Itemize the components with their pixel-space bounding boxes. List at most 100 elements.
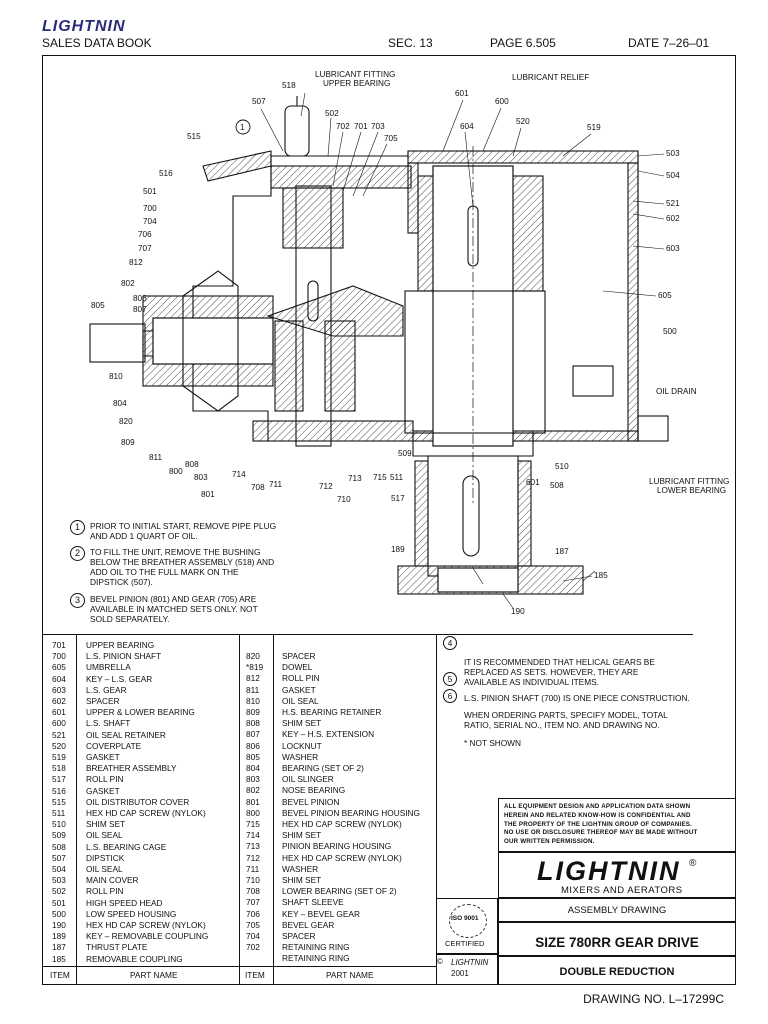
note-marker-circle: [235, 119, 251, 135]
drawing-subtitle: DOUBLE REDUCTION: [559, 966, 675, 978]
leader-line: [582, 570, 596, 582]
header-sec: SEC. 13: [388, 36, 433, 50]
col-rule-3: [273, 634, 274, 985]
not-shown-note: * NOT SHOWN: [464, 738, 522, 748]
brand-tagline: MIXERS AND AERATORS: [561, 885, 683, 896]
callout-805: 805: [91, 301, 105, 310]
parts-right-names: SPACER DOWEL ROLL PIN GASKET OIL SEAL H.…: [282, 651, 421, 964]
callout-507: 507: [252, 97, 266, 106]
subtitle-box: DOUBLE REDUCTION: [498, 956, 736, 985]
header-item-left: ITEM: [50, 970, 70, 980]
callout-702: 702: [336, 122, 350, 131]
callout-604: 604: [460, 122, 474, 131]
col-rule-2: [239, 634, 240, 985]
callout-801: 801: [201, 490, 215, 499]
header-item-right: ITEM: [245, 970, 265, 980]
leader-line: [637, 170, 665, 177]
note-1: 1 PRIOR TO INITIAL START, REMOVE PIPE PL…: [70, 520, 277, 541]
callout-510: 510: [555, 462, 569, 471]
callout-511: 511: [390, 473, 403, 482]
brand-logo: LIGHTNIN: [537, 856, 681, 886]
callout-715: 715: [373, 473, 387, 482]
leader-line: [512, 127, 522, 157]
drawing-title: SIZE 780RR GEAR DRIVE: [535, 935, 699, 950]
note-number-4: 4: [443, 636, 457, 650]
drawing-kind-box: ASSEMBLY DRAWING: [498, 898, 736, 922]
note-text-4: IT IS RECOMMENDED THAT HELICAL GEARS BE …: [464, 657, 655, 687]
callout-504: 504: [666, 171, 680, 180]
callout-802: 802: [121, 279, 135, 288]
note-text-2: TO FILL THE UNIT, REMOVE THE BUSHING BEL…: [90, 547, 275, 587]
callout-lub-relief: LUBRICANT RELIEF: [512, 73, 589, 82]
col-rule-1: [76, 634, 77, 985]
table-header-rule: [43, 966, 436, 967]
callout-603: 603: [666, 244, 680, 253]
note-2: 2 TO FILL THE UNIT, REMOVE THE BUSHING B…: [70, 546, 275, 587]
legal-notice-box: ALL EQUIPMENT DESIGN AND APPLICATION DAT…: [498, 798, 736, 852]
callout-509: 509: [398, 449, 412, 458]
callout-711: 711: [269, 480, 282, 489]
leader-line: [562, 133, 592, 157]
callout-703: 703: [371, 122, 385, 131]
leader-line: [632, 200, 665, 205]
callout-185: 185: [594, 571, 608, 580]
callout-701: 701: [354, 122, 368, 131]
callout-500: 500: [663, 327, 677, 336]
header-part-right: PART NAME: [326, 970, 374, 980]
callout-oil-drain: OIL DRAIN: [656, 387, 697, 396]
note-4: 4 IT IS RECOMMENDED THAT HELICAL GEARS B…: [443, 636, 655, 687]
leader-line: [332, 131, 344, 187]
callout-704: 704: [143, 217, 157, 226]
leader-line: [502, 593, 514, 609]
col-rule-4: [436, 634, 437, 985]
parts-left-names: UPPER BEARING L.S. PINION SHAFT UMBRELLA…: [86, 640, 209, 964]
copyright-symbol: ©: [437, 957, 443, 966]
note-text-3: BEVEL PINION (801) AND GEAR (705) ARE AV…: [90, 594, 258, 624]
leader-line: [562, 575, 593, 582]
note-number-6: 6: [443, 689, 457, 703]
leader-line: [300, 92, 306, 117]
header-date: DATE 7–26–01: [628, 36, 710, 50]
iso-label: ISO 9001: [451, 915, 479, 922]
header-book: SALES DATA BOOK: [42, 36, 152, 50]
registered-mark: ®: [689, 858, 697, 869]
legal-notice: ALL EQUIPMENT DESIGN AND APPLICATION DAT…: [504, 803, 698, 846]
drawing-kind: ASSEMBLY DRAWING: [567, 905, 667, 916]
leader-line: [602, 290, 657, 297]
callout-515: 515: [187, 132, 201, 141]
parts-right-items: 820 *819 812 811 810 809 808 807 806 805…: [246, 651, 264, 953]
callout-501: 501: [143, 187, 157, 196]
leader-line: [632, 213, 665, 220]
callout-502: 502: [325, 109, 339, 118]
note-number-2: 2: [70, 546, 85, 561]
leader-line: [472, 567, 484, 585]
note-text-1: PRIOR TO INITIAL START, REMOVE PIPE PLUG…: [90, 521, 277, 541]
leader-line: [327, 117, 332, 157]
callout-803: 803: [194, 473, 208, 482]
callout-713: 713: [348, 474, 362, 483]
callout-189: 189: [391, 545, 405, 554]
callout-812: 812: [129, 258, 143, 267]
callout-700: 700: [143, 204, 157, 213]
header-page: PAGE 6.505: [490, 36, 556, 50]
title-box: SIZE 780RR GEAR DRIVE: [498, 922, 736, 956]
callout-710: 710: [337, 495, 351, 504]
leader-line: [260, 108, 284, 152]
callout-503: 503: [666, 149, 680, 158]
callout-810: 810: [109, 372, 123, 381]
callout-706: 706: [138, 230, 152, 239]
certified-label: CERTIFIED: [445, 939, 485, 948]
note-number-3: 3: [70, 593, 85, 608]
callout-508: 508: [550, 481, 564, 490]
callout-519: 519: [587, 123, 601, 132]
callout-600: 600: [495, 97, 509, 106]
note-text-5: L.S. PINION SHAFT (700) IS ONE PIECE CON…: [464, 693, 690, 703]
copyright-owner: LIGHTNIN: [451, 958, 489, 967]
iso-seal-icon: [449, 904, 487, 938]
note-3: 3 BEVEL PINION (801) AND GEAR (705) ARE …: [70, 593, 258, 624]
leader-line: [482, 107, 502, 152]
